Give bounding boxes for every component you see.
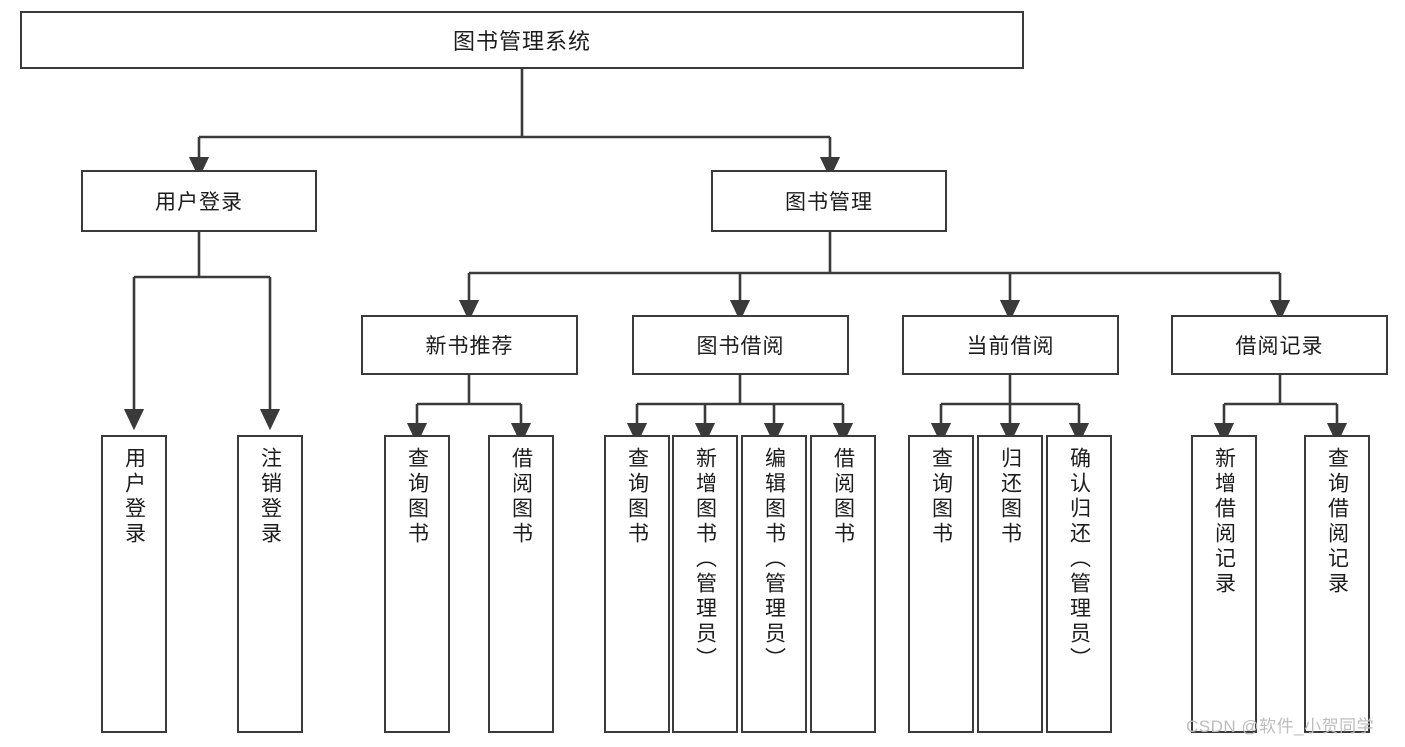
node-book-manage[interactable]: 图书管理 (711, 170, 947, 232)
node-leaf-borrow-book-2[interactable]: 借阅图书 (810, 435, 876, 733)
node-leaf-edit-book[interactable]: 编辑图书（管理员） (741, 435, 807, 733)
node-root-label: 图书管理系统 (452, 29, 591, 54)
node-leaf-add-book[interactable]: 新增图书（管理员） (672, 435, 738, 733)
node-user-login[interactable]: 用户登录 (81, 170, 317, 232)
node-leaf-query-book-2-label: 查询图书 (625, 447, 649, 547)
node-leaf-confirm-return[interactable]: 确认归还（管理员） (1046, 435, 1112, 733)
node-new-book-rec[interactable]: 新书推荐 (361, 315, 578, 375)
node-leaf-confirm-return-label: 确认归还（管理员） (1067, 447, 1091, 672)
node-book-borrow[interactable]: 图书借阅 (632, 315, 849, 375)
node-leaf-query-book-1[interactable]: 查询图书 (384, 435, 450, 733)
node-new-book-rec-label: 新书推荐 (425, 335, 514, 358)
node-leaf-query-book-2[interactable]: 查询图书 (604, 435, 670, 733)
node-root[interactable]: 图书管理系统 (20, 11, 1024, 69)
node-current-borrow[interactable]: 当前借阅 (902, 315, 1119, 375)
node-borrow-record[interactable]: 借阅记录 (1171, 315, 1388, 375)
node-leaf-return-book-label: 归还图书 (998, 447, 1022, 547)
node-leaf-user-login[interactable]: 用户登录 (101, 435, 167, 733)
node-leaf-borrow-book-1-label: 借阅图书 (509, 447, 533, 547)
node-leaf-add-record[interactable]: 新增借阅记录 (1191, 435, 1257, 733)
node-leaf-borrow-book-1[interactable]: 借阅图书 (488, 435, 554, 733)
node-book-manage-label: 图书管理 (785, 191, 873, 214)
node-leaf-query-record-label: 查询借阅记录 (1325, 447, 1349, 597)
node-leaf-user-login-label: 用户登录 (122, 447, 146, 547)
node-book-borrow-label: 图书借阅 (696, 335, 785, 358)
node-leaf-add-book-label: 新增图书（管理员） (693, 447, 717, 672)
node-borrow-record-label: 借阅记录 (1235, 335, 1324, 358)
node-leaf-borrow-book-2-label: 借阅图书 (831, 447, 855, 547)
node-leaf-query-book-3[interactable]: 查询图书 (908, 435, 974, 733)
node-leaf-query-book-1-label: 查询图书 (405, 447, 429, 547)
node-leaf-return-book[interactable]: 归还图书 (977, 435, 1043, 733)
node-current-borrow-label: 当前借阅 (966, 335, 1055, 358)
node-leaf-logout-login[interactable]: 注销登录 (237, 435, 303, 733)
node-leaf-logout-login-label: 注销登录 (258, 447, 282, 547)
node-user-login-label: 用户登录 (155, 191, 243, 214)
node-leaf-edit-book-label: 编辑图书（管理员） (762, 447, 786, 672)
node-leaf-query-record[interactable]: 查询借阅记录 (1304, 435, 1370, 733)
node-leaf-query-book-3-label: 查询图书 (929, 447, 953, 547)
node-leaf-add-record-label: 新增借阅记录 (1212, 447, 1236, 597)
